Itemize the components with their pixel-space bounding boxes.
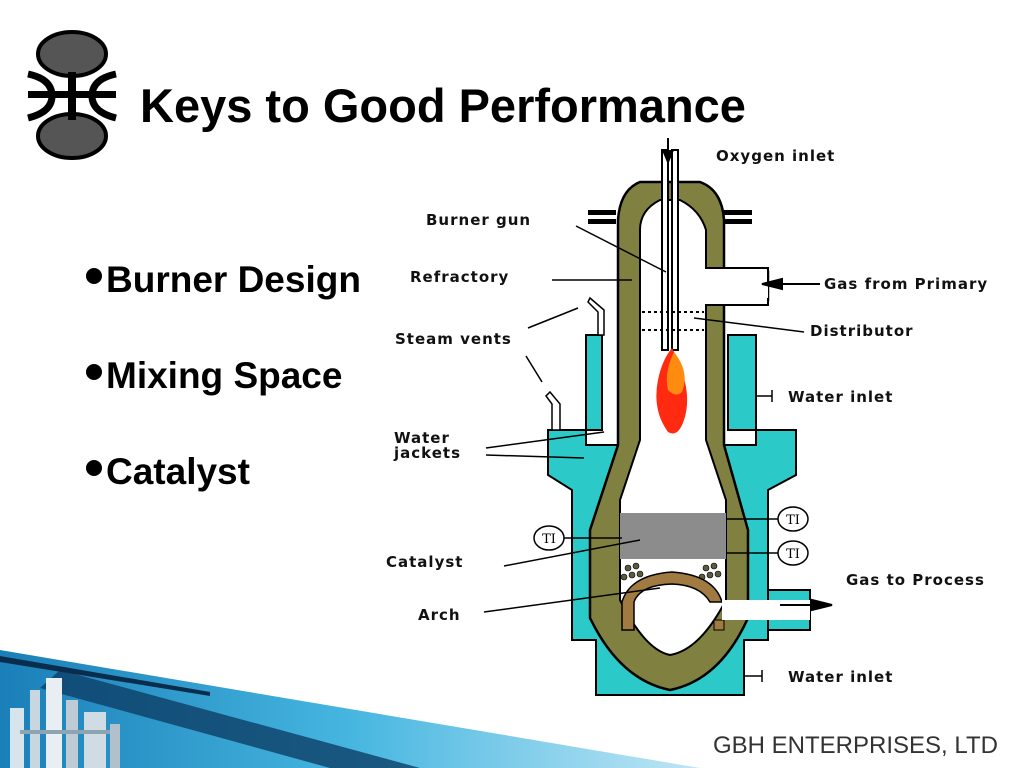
label-oxygen-inlet: Oxygen inlet [716, 147, 835, 165]
water-inlet-top-marker [756, 390, 773, 402]
label-gas-from-primary: Gas from Primary [824, 275, 988, 293]
oxygen-inlet-arrow [662, 138, 674, 165]
label-catalyst: Catalyst [386, 553, 463, 571]
svg-text:TI: TI [542, 532, 556, 547]
label-arch: Arch [418, 606, 461, 624]
catalyst-balls [620, 562, 722, 581]
slide-title: Keys to Good Performance [140, 79, 746, 132]
label-steam-vents: Steam vents [395, 330, 512, 348]
temperature-indicator-right-lower: TI [726, 540, 809, 566]
bullet-icon [86, 364, 102, 380]
water-inlet-bottom-marker [744, 670, 763, 682]
bullet-list: Burner Design Mixing Space Catalyst [86, 258, 361, 546]
catalyst-bed [620, 513, 726, 559]
gas-to-process-arrow [780, 598, 833, 612]
label-gas-to-process: Gas to Process [846, 571, 985, 589]
steam-vent-upper [587, 296, 605, 336]
gas-from-primary-arrow [761, 277, 820, 291]
label-distributor: Distributor [810, 322, 914, 340]
label-refractory: Refractory [410, 268, 509, 286]
burner-gun [661, 149, 669, 351]
secondary-reformer-diagram: TI TI TI Oxygen inlet Burner gun Refract… [386, 138, 988, 696]
footer-company-name: GBH ENTERPRISES, LTD [713, 732, 998, 759]
svg-text:TI: TI [786, 513, 800, 528]
temperature-indicator-right-upper: TI [726, 506, 809, 532]
decorative-bottom-band [0, 650, 700, 768]
bullet-item-mixing-space: Mixing Space [86, 354, 361, 450]
bullet-text: Mixing Space [106, 355, 343, 396]
bullet-text: Burner Design [106, 259, 361, 300]
temperature-indicator-left: TI [533, 525, 622, 551]
label-water-inlet-bottom: Water inlet [788, 668, 893, 686]
bullet-item-catalyst: Catalyst [86, 450, 361, 546]
label-burner-gun: Burner gun [426, 211, 531, 229]
label-water-jackets-line1: Water [394, 429, 450, 447]
company-logo [27, 30, 117, 160]
steam-vent-lower [545, 390, 561, 431]
flange-left [588, 210, 616, 224]
bullet-icon [86, 268, 102, 284]
industrial-plant-icon [10, 678, 120, 768]
bullet-item-burner-design: Burner Design [86, 258, 361, 354]
bullet-icon [86, 460, 102, 476]
bullet-text: Catalyst [106, 451, 250, 492]
svg-text:TI: TI [786, 547, 800, 562]
leader-lines [483, 225, 805, 613]
label-water-inlet-top: Water inlet [788, 388, 893, 406]
flame-icon [656, 348, 688, 434]
label-water-jackets-line2: jackets [393, 444, 461, 462]
flange-right [724, 210, 752, 224]
